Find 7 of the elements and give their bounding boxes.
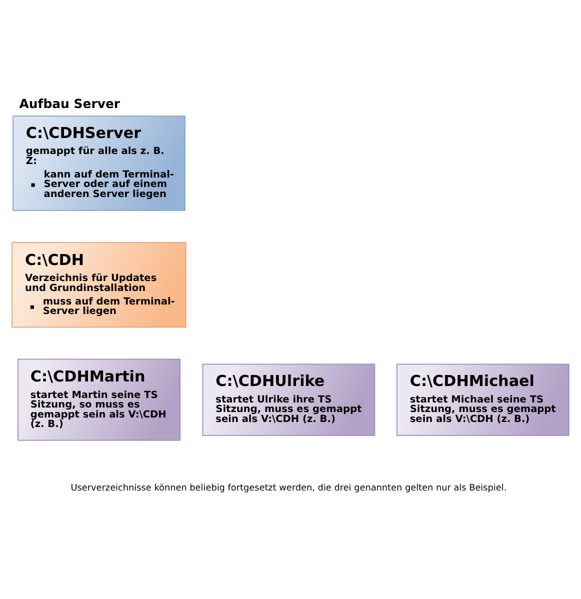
caption: Userverzeichnisse können beliebig fortgesetzt werden, die drei genannten gelten nur als Beispiel. [70,483,507,494]
node-box: C:\CDH Verzeichnis für Updates und Grundinstallation muss auf dem Terminal-Server liegen [12,242,186,328]
node-box: C:\CDHMichael startet Michael seine TS Sitzung, muss es gemappt sein als V:\CDH (z. B.) [396,363,570,436]
diagram-title: Aufbau Server [19,96,120,111]
node-box: C:\CDHMartin startet Martin seine TS Sitzung, so muss es gemappt sein als V:\CDH (z. B.) [17,358,180,440]
node-box: C:\CDHServer gemappt für alle als z. B. Z: kann auf dem Terminal-Server oder auf einem anderen Server liegen [12,115,186,210]
node-box: C:\CDHUlrike startet Ulrike ihre TS Sitzung, muss es gemappt sein als V:\CDH (z. B.) [202,363,376,436]
